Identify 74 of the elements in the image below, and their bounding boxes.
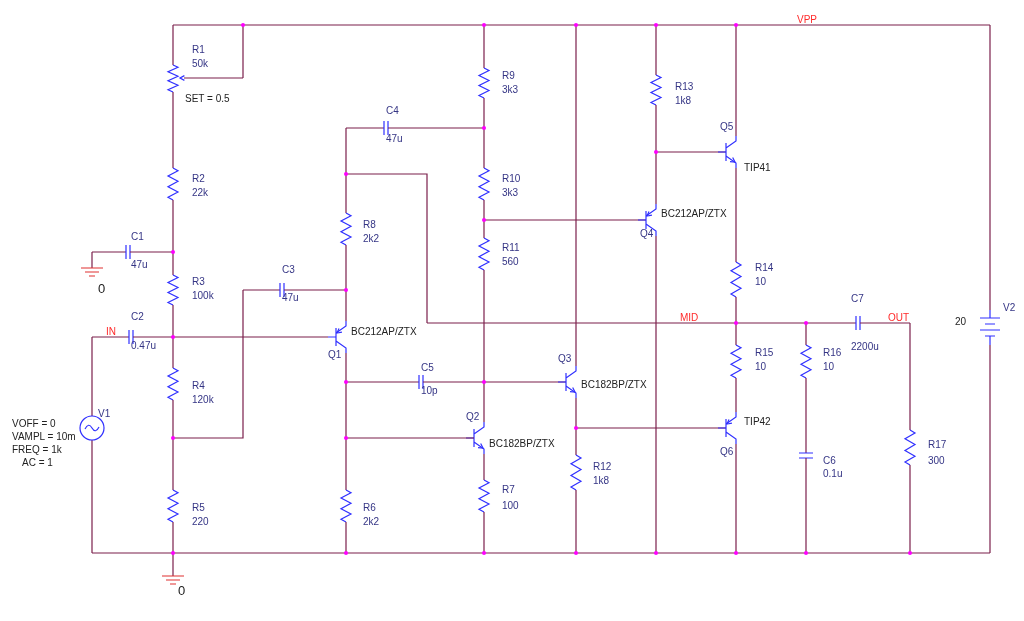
component-reference: R15	[755, 347, 774, 359]
component-reference: C2	[131, 311, 144, 323]
ground-label: 0	[98, 282, 106, 296]
component-reference: R17	[928, 439, 947, 451]
component-reference: R6	[363, 502, 376, 514]
component-reference: Q2	[466, 411, 480, 423]
component-value: 47u	[282, 292, 299, 304]
component-value: 2k2	[363, 516, 380, 528]
source-parameter: SET = 0.5	[185, 93, 230, 105]
component-value: 22k	[192, 187, 209, 199]
component-reference: R2	[192, 173, 205, 185]
component-reference: C6	[823, 455, 836, 467]
component-value: 0.1u	[823, 468, 843, 480]
component-reference: R5	[192, 502, 205, 514]
net-label: VPP	[797, 14, 817, 26]
component-reference: V2	[1003, 302, 1016, 314]
net-label: OUT	[888, 312, 910, 324]
source-parameter: FREQ = 1k	[12, 444, 62, 456]
component-reference: R8	[363, 219, 376, 231]
component-value: 300	[928, 455, 945, 467]
part-number: TIP41	[744, 162, 771, 174]
component-value: 10	[755, 276, 767, 288]
component-value: 220	[192, 516, 209, 528]
component-reference: V1	[98, 408, 111, 420]
component-reference: Q3	[558, 353, 572, 365]
component-value: 3k3	[502, 187, 519, 199]
source-parameter: VOFF = 0	[12, 418, 56, 430]
component-reference: R11	[502, 242, 520, 254]
part-number: BC182BP/ZTX	[489, 438, 555, 450]
component-value: 120k	[192, 394, 214, 406]
component-reference: R9	[502, 70, 515, 82]
component-reference: Q4	[640, 228, 654, 240]
part-number: BC182BP/ZTX	[581, 379, 647, 391]
part-number: TIP42	[744, 416, 771, 428]
source-parameter: 20	[955, 316, 967, 328]
component-value: 560	[502, 256, 519, 268]
net-label: IN	[106, 326, 116, 338]
component-value: 0.47u	[131, 340, 157, 352]
component-reference: R4	[192, 380, 205, 392]
component-value: 3k3	[502, 84, 519, 96]
component-reference: C1	[131, 231, 144, 243]
component-reference: R14	[755, 262, 774, 274]
component-value: 100	[502, 500, 519, 512]
component-reference: C5	[421, 362, 434, 374]
net-label: MID	[680, 312, 699, 324]
component-reference: R10	[502, 173, 521, 185]
component-value: 2k2	[363, 233, 380, 245]
component-value: 2200u	[851, 341, 879, 353]
component-reference: Q1	[328, 349, 342, 361]
component-value: 47u	[386, 133, 403, 145]
component-reference: Q5	[720, 121, 734, 133]
part-number: BC212AP/ZTX	[351, 326, 417, 338]
component-value: 10p	[421, 385, 438, 397]
component-value: 1k8	[593, 475, 610, 487]
component-reference: R16	[823, 347, 842, 359]
component-reference: R3	[192, 276, 205, 288]
component-reference: R12	[593, 461, 612, 473]
source-parameter: AC = 1	[22, 457, 53, 469]
component-value: 50k	[192, 58, 209, 70]
component-value: 1k8	[675, 95, 692, 107]
component-value: 47u	[131, 259, 148, 271]
component-reference: C4	[386, 105, 399, 117]
component-reference: R13	[675, 81, 694, 93]
ground-label: 0	[178, 584, 186, 598]
component-value: 100k	[192, 290, 214, 302]
component-reference: Q6	[720, 446, 734, 458]
component-reference: R7	[502, 484, 515, 496]
component-reference: C7	[851, 293, 864, 305]
component-reference: C3	[282, 264, 295, 276]
component-value: 10	[823, 361, 835, 373]
component-reference: R1	[192, 44, 205, 56]
source-parameter: VAMPL = 10m	[12, 431, 76, 443]
component-value: 10	[755, 361, 767, 373]
part-number: BC212AP/ZTX	[661, 208, 727, 220]
